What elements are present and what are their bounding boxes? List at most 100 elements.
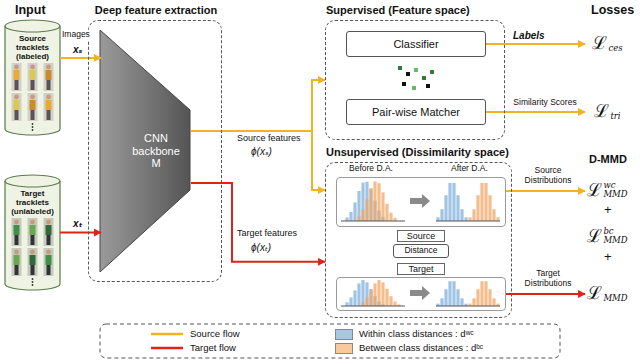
- image-tile: [28, 248, 38, 276]
- loss-symbol: ℒ: [587, 284, 602, 302]
- person-head: [30, 65, 35, 70]
- histogram-bar: [476, 289, 479, 306]
- image-tile: [12, 218, 22, 246]
- legend-swatch: [335, 343, 353, 354]
- legend-label: Between class distances : dᵇᶜ: [359, 343, 483, 354]
- person-body: [46, 70, 52, 80]
- person-body: [14, 225, 20, 235]
- histogram-bar: [460, 209, 463, 221]
- histogram-bar: [492, 209, 495, 221]
- legend-line: [151, 347, 183, 350]
- person-body: [46, 100, 52, 110]
- histogram-bar: [460, 298, 463, 306]
- annotation-label: +: [603, 250, 613, 265]
- person-head: [14, 95, 19, 100]
- ellipsis-dot: [32, 126, 34, 128]
- person-body: [30, 255, 36, 265]
- image-tile: [12, 63, 22, 91]
- process-box: Pair-wise Matcher: [346, 99, 486, 125]
- person-head: [46, 220, 51, 225]
- node-label: Source tracklets (labeled): [6, 34, 59, 62]
- classifier-icon: [426, 84, 430, 88]
- person-legs: [31, 235, 35, 245]
- cylinder-body: [5, 181, 60, 290]
- histogram-bar: [381, 282, 384, 306]
- histogram-bar: [357, 216, 360, 221]
- histogram-bar: [440, 209, 443, 221]
- ellipsis-dot: [32, 281, 34, 283]
- script-group: tri: [610, 101, 620, 121]
- histogram-bar: [389, 213, 392, 221]
- person-body: [14, 100, 20, 110]
- histogram-bar: [448, 281, 451, 306]
- person-body: [30, 225, 36, 235]
- histogram-bar: [369, 290, 372, 306]
- annotation-label: D-MMD: [588, 153, 628, 166]
- legend-item: Target flow: [150, 342, 236, 354]
- script-group: wcMMD: [603, 181, 627, 199]
- legend-label: Within class distances : dʷᶜ: [359, 329, 474, 340]
- person-head: [30, 220, 35, 225]
- histogram-bar: [365, 199, 368, 221]
- histogram-bar: [476, 195, 479, 221]
- edge-label: Labels: [512, 30, 546, 42]
- histogram-bar: [377, 183, 380, 221]
- legend-label: Target flow: [190, 343, 236, 354]
- dashed-region: Supervised (Feature space)ClassifierPair…: [325, 20, 505, 140]
- histogram-bar: [444, 289, 447, 306]
- annotation-label: Before D.A.: [348, 164, 394, 174]
- person-legs: [15, 80, 19, 90]
- edge-label: Similarity Scores: [506, 98, 584, 108]
- histogram-axis: [341, 221, 405, 222]
- histogram-bar: [448, 183, 451, 221]
- histogram-bar: [385, 204, 388, 221]
- person-legs: [15, 235, 19, 245]
- histogram-panel: Source: [336, 177, 506, 227]
- histogram-bar: [361, 210, 364, 221]
- box-label: Distance: [404, 246, 437, 256]
- image-tile: [12, 93, 22, 121]
- annotation-label: ϕ(xₜ): [250, 242, 272, 254]
- image-tile: [44, 63, 54, 91]
- histogram-bar: [357, 283, 360, 306]
- legend-line: [151, 333, 183, 336]
- histogram-bar: [345, 217, 348, 221]
- annotation-label: Target features: [236, 228, 298, 238]
- edge-label: Source Distributions: [515, 166, 581, 186]
- person-head: [14, 65, 19, 70]
- histogram-bar: [369, 289, 372, 306]
- histogram-bar: [365, 282, 368, 306]
- histogram-bar: [436, 217, 439, 221]
- node-label: Supervised (Feature space): [326, 4, 526, 17]
- process-box: Distance: [393, 244, 449, 258]
- histogram-bar: [440, 298, 443, 306]
- transform-arrow: [410, 286, 430, 300]
- person-legs: [15, 110, 19, 120]
- histogram-bar: [488, 289, 491, 306]
- legend-swatch: [335, 329, 353, 340]
- flow-arrow: [191, 183, 325, 262]
- histogram-bar: [353, 290, 356, 306]
- histogram-axis: [341, 306, 405, 307]
- histogram-bar: [369, 188, 372, 221]
- histogram-bar: [452, 281, 455, 306]
- histogram-bar: [349, 297, 352, 306]
- person-head: [46, 250, 51, 255]
- histogram-bar: [480, 183, 483, 221]
- person-legs: [31, 80, 35, 90]
- node-label: Target tracklets (unlabeled): [6, 189, 59, 217]
- node-label: Source: [397, 230, 445, 242]
- image-tile: [44, 248, 54, 276]
- annotation-label: Losses: [590, 3, 635, 17]
- annotation-label: Source features: [236, 133, 302, 143]
- loss-symbol: ℒ: [594, 102, 609, 120]
- dashed-region: Deep feature extractionCNN backbone M: [88, 20, 222, 282]
- histogram-bar: [452, 183, 455, 221]
- person-legs: [47, 265, 51, 275]
- classifier-icon: [414, 68, 418, 72]
- histogram-bar: [373, 283, 376, 306]
- flow-arrow: [486, 43, 585, 45]
- loss-symbol: ℒ: [592, 34, 607, 52]
- node-label: Deep feature extraction: [79, 4, 233, 17]
- histogram-bar: [385, 289, 388, 306]
